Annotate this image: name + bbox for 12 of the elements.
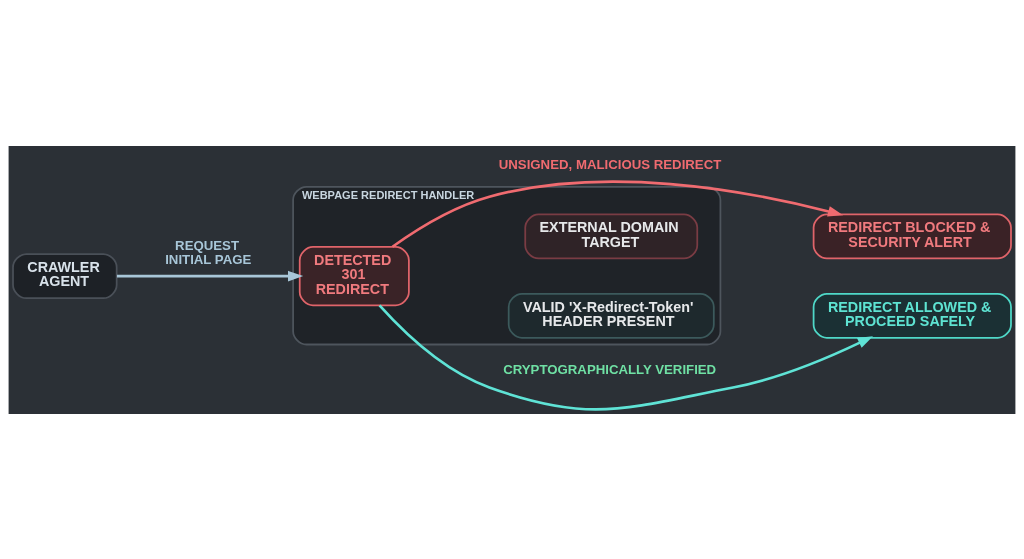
arrow — [116, 270, 304, 281]
node-box: VALID 'X-Redirect-Token' HEADER PRESENT — [507, 292, 715, 339]
arrow — [391, 179, 844, 248]
edge-label: UNSIGNED, MALICIOUS REDIRECT — [498, 156, 722, 172]
node-box: DETECTED 301 REDIRECT — [298, 245, 410, 306]
node-box: EXTERNAL DOMAIN TARGET — [524, 213, 699, 259]
node-box: CRAWLER AGENT — [12, 252, 118, 299]
arrow — [378, 304, 874, 411]
edge-label: CRYPTOGRAPHICALLY VERIFIED — [503, 361, 717, 377]
node-box: REDIRECT ALLOWED & PROCEED SAFELY — [812, 292, 1012, 339]
edge-label: REQUEST INITIAL PAGE — [165, 237, 252, 267]
node-box: REDIRECT BLOCKED & SECURITY ALERT — [812, 213, 1012, 259]
